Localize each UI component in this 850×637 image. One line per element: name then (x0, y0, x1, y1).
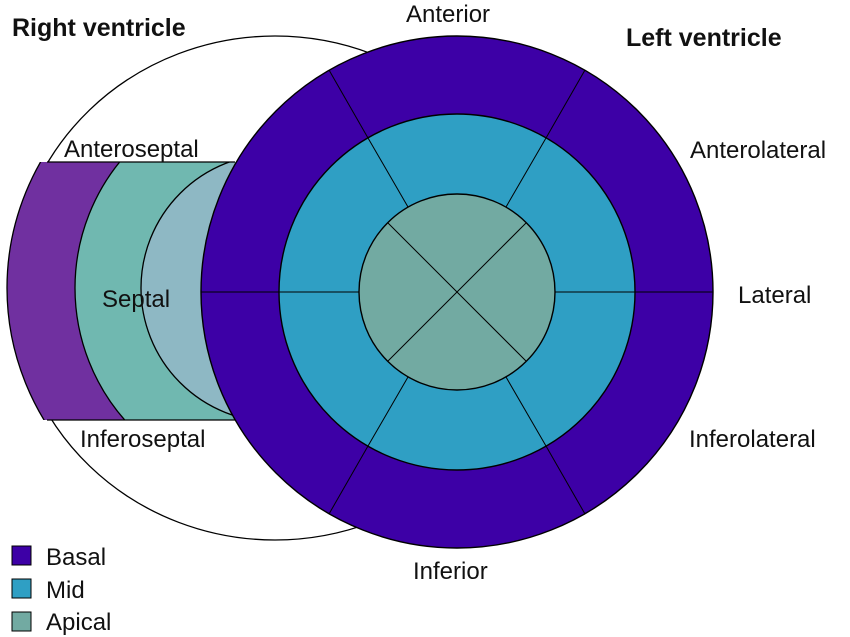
label-inferolateral: Inferolateral (689, 426, 816, 453)
divider-mid-anterior-anteroseptal (367, 137, 409, 208)
legend: Basal Mid Apical (11, 544, 111, 636)
divider-basal-anterior-anteroseptal (328, 69, 369, 139)
divider-basal-inferior-inferoseptal (328, 445, 369, 515)
label-anteroseptal: Anteroseptal (64, 136, 199, 163)
divider-apical-diag-2 (387, 222, 527, 362)
right-ventricle-title: Right ventricle (12, 14, 186, 42)
divider-mid-anterior-anterolateral (505, 137, 547, 208)
divider-mid-inferior-inferoseptal (367, 376, 409, 447)
legend-label-basal: Basal (46, 544, 106, 571)
label-anterior: Anterior (406, 1, 490, 28)
segment-dividers (201, 69, 713, 515)
label-inferoseptal: Inferoseptal (80, 426, 205, 453)
label-anterolateral: Anterolateral (690, 137, 826, 164)
legend-swatch-mid (11, 578, 32, 599)
left-ventricle-title: Left ventricle (626, 24, 782, 52)
divider-mid-inferior-inferolateral (505, 376, 547, 447)
legend-label-apical: Apical (46, 609, 111, 636)
label-lateral: Lateral (738, 282, 811, 309)
label-inferior: Inferior (413, 558, 488, 585)
legend-swatch-basal (11, 545, 32, 566)
legend-label-mid: Mid (46, 577, 85, 604)
label-septal: Septal (102, 286, 170, 313)
divider-basal-inferior-inferolateral (545, 445, 586, 515)
legend-swatch-apical (11, 611, 32, 632)
divider-basal-anterior-anterolateral (545, 69, 586, 139)
